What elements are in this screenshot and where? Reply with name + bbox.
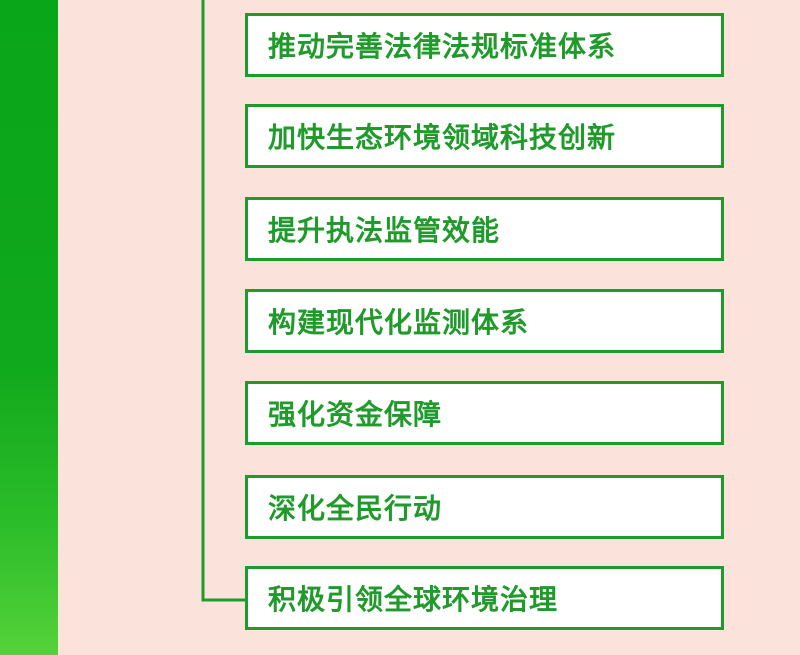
measure-box-4: 构建现代化监测体系 [245, 289, 724, 353]
measure-label: 强化资金保障 [268, 398, 443, 431]
measure-label: 推动完善法律法规标准体系 [268, 30, 617, 63]
measure-label: 积极引领全球环境治理 [268, 583, 559, 616]
measure-label: 加快生态环境领域科技创新 [268, 121, 617, 154]
measure-box-1: 推动完善法律法规标准体系 [245, 13, 724, 77]
measure-label: 深化全民行动 [268, 492, 443, 525]
measure-label: 构建现代化监测体系 [268, 306, 530, 339]
measure-label: 提升执法监管效能 [268, 214, 501, 247]
measure-box-6: 深化全民行动 [245, 475, 724, 539]
measure-box-2: 加快生态环境领域科技创新 [245, 104, 724, 168]
measure-box-7: 积极引领全球环境治理 [245, 566, 724, 630]
side-color-bar [0, 0, 58, 655]
measure-box-3: 提升执法监管效能 [245, 197, 724, 261]
measure-box-5: 强化资金保障 [245, 381, 724, 445]
